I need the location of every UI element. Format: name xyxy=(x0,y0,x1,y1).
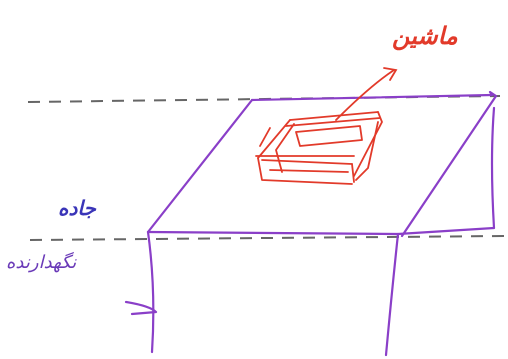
car-box xyxy=(256,112,382,184)
car-label: ماشین xyxy=(392,22,458,50)
lower-dashed-line xyxy=(30,236,505,240)
road-label: جاده xyxy=(58,196,96,220)
retaining-wall-label: نگهدارنده xyxy=(6,252,76,273)
